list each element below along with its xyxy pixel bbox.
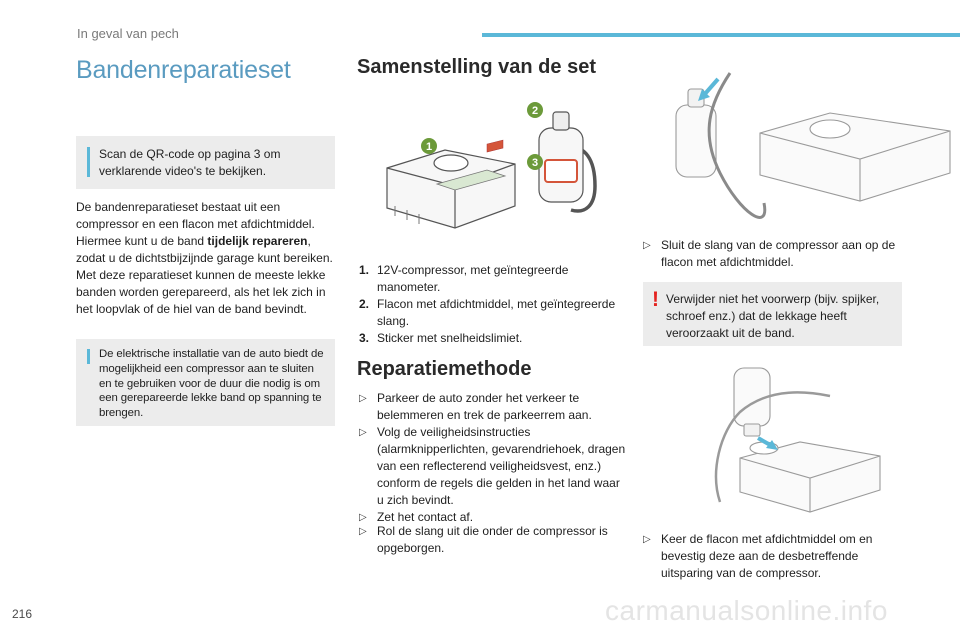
item-text: Sticker met snelheidslimiet. — [377, 331, 523, 345]
intro-text-2: , zodat u de dichtstbijzijnde garage kun… — [76, 234, 333, 316]
exclamation-icon: ! — [652, 288, 659, 311]
list-item: 1. 12V-compressor, met geïntegreerde mano… — [359, 262, 629, 296]
electric-note-box: De elektrische installatie van de auto b… — [76, 339, 335, 426]
repair-kit-illustration: 1 2 3 — [386, 102, 597, 229]
step-text: Parkeer de auto zonder het verkeer te be… — [377, 391, 592, 422]
callout-2: 2 — [532, 105, 538, 117]
item-number: 1. — [359, 263, 370, 277]
list-item: ▷ Sluit de slang van de compressor aan op… — [643, 237, 905, 271]
callout-2-circle — [527, 102, 543, 118]
triangle-right-icon: ▷ — [359, 512, 367, 523]
info-bar — [87, 147, 90, 177]
method-steps: ▷ Rol de slang uit die onder de compresso… — [359, 523, 627, 557]
compressor-hose — [707, 72, 767, 219]
connection-arrow — [702, 77, 720, 97]
list-item: 3. Sticker met snelheidslimiet. — [359, 330, 629, 347]
parts-list: 1. 12V-compressor, met geïntegreerde mano… — [359, 262, 629, 347]
triangle-right-icon: ▷ — [643, 534, 651, 545]
step-text: Zet het contact af. — [377, 510, 474, 524]
list-item: ▷ Zet het contact af. — [359, 509, 627, 526]
intro-bold-text: tijdelijk repareren — [207, 234, 308, 248]
manometer-dial — [433, 154, 469, 172]
compressor-hose — [714, 391, 831, 503]
step-text: Rol de slang uit die onder de compressor… — [377, 524, 608, 555]
triangle-right-icon: ▷ — [359, 393, 367, 404]
step-text: Keer de flacon met afdichtmiddel om en b… — [661, 532, 873, 580]
set-heading: Samenstelling van de set — [357, 56, 596, 78]
intro-text-1: De bandenreparatieset bestaat uit een co… — [76, 200, 315, 248]
item-text: 12V-compressor, met geïntegreerde manome… — [377, 263, 569, 294]
method-heading: Reparatiemethode — [357, 358, 532, 380]
method-steps: ▷ Parkeer de auto zonder het verkeer te b… — [359, 390, 627, 526]
list-item: ▷ Parkeer de auto zonder het verkeer te b… — [359, 390, 627, 424]
hose-connection-illustration — [675, 72, 951, 219]
inversion-steps: ▷ Keer de flacon met afdichtmiddel om en … — [643, 531, 905, 582]
page-number: 216 — [12, 607, 33, 621]
triangle-right-icon: ▷ — [643, 240, 651, 251]
info-bar — [87, 349, 90, 364]
connection-steps: ▷ Sluit de slang van de compressor aan op… — [643, 237, 905, 271]
list-item: ▷ Rol de slang uit die onder de compresso… — [359, 523, 627, 557]
step-text: Sluit de slang van de compressor aan op … — [661, 238, 896, 269]
callout-3: 3 — [532, 157, 538, 169]
compressor-body — [739, 441, 881, 513]
header-rule — [482, 33, 960, 37]
watermark: carmanualsonline.info — [605, 595, 888, 626]
speed-sticker — [435, 169, 507, 191]
step-text: Volg de veiligheidsinstructies (alarmkni… — [377, 425, 626, 507]
item-number: 3. — [359, 331, 370, 345]
triangle-right-icon: ▷ — [359, 427, 367, 438]
list-item: 2. Flacon met afdichtmiddel, met geïntegr… — [359, 296, 629, 330]
compressor-body — [759, 112, 951, 202]
warning-text: Verwijder niet het voorwerp (bijv. spijk… — [666, 292, 880, 340]
qr-note-text: Scan de QR-code op pagina 3 om verklaren… — [99, 147, 281, 178]
callout-1: 1 — [426, 141, 432, 153]
flacon-inversion-illustration — [714, 367, 881, 513]
callout-1-circle — [421, 138, 437, 154]
list-item: ▷ Volg de veiligheidsinstructies (alarmkn… — [359, 424, 627, 509]
item-number: 2. — [359, 297, 370, 311]
qr-note-box: Scan de QR-code op pagina 3 om verklaren… — [76, 136, 335, 189]
callout-3-circle — [527, 154, 543, 170]
list-item: ▷ Keer de flacon met afdichtmiddel om en … — [643, 531, 905, 582]
triangle-right-icon: ▷ — [359, 526, 367, 537]
page-title: Bandenreparatieset — [76, 56, 291, 84]
item-text: Flacon met afdichtmiddel, met geïntegree… — [377, 297, 616, 328]
intro-paragraph: De bandenreparatieset bestaat uit een co… — [76, 199, 338, 318]
warning-box: ! Verwijder niet het voorwerp (bijv. spi… — [643, 282, 902, 346]
electric-note-text: De elektrische installatie van de auto b… — [99, 348, 324, 420]
running-title: In geval van pech — [77, 26, 179, 41]
